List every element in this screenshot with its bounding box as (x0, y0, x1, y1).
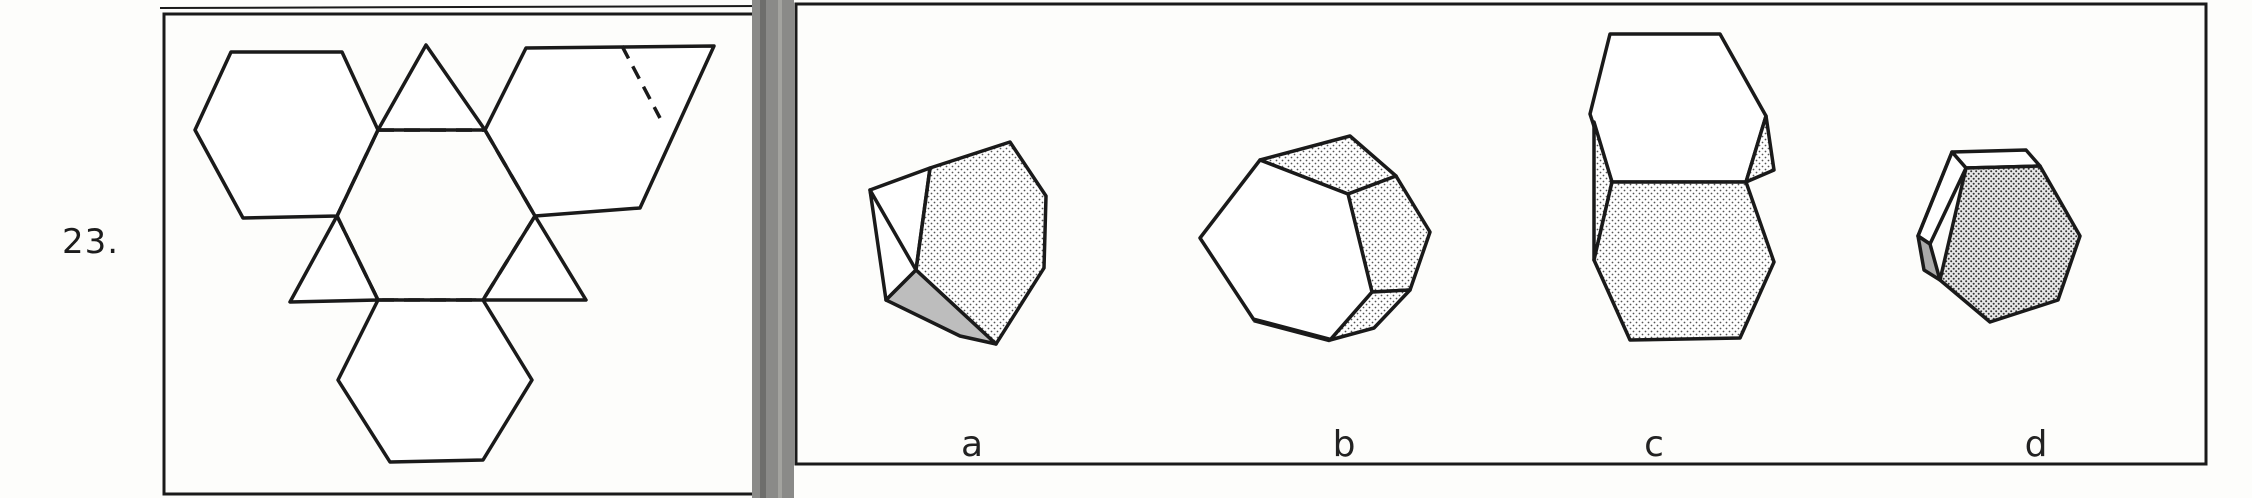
net-diagram (193, 43, 716, 464)
question-number: 23. (62, 222, 120, 262)
option-d-solid (1916, 148, 2082, 324)
net-triangle-top (376, 43, 487, 132)
divider-bar (752, 0, 794, 498)
question-frame (159, 2, 2208, 496)
net-hexagon-top-right (483, 44, 716, 218)
net-hexagon-bottom (336, 298, 534, 464)
option-label-d[interactable]: d (2024, 424, 2048, 465)
net-triangle-left (288, 214, 380, 304)
option-c-solid (1588, 32, 1776, 342)
option-label-b[interactable]: b (1332, 424, 1356, 465)
net-triangle-right (481, 214, 588, 302)
option-label-c[interactable]: c (1644, 424, 1664, 465)
net-hexagon-top-left (193, 50, 380, 220)
option-b-solid (1198, 134, 1432, 343)
option-label-a[interactable]: a (960, 424, 984, 465)
option-a-solid (868, 140, 1048, 346)
